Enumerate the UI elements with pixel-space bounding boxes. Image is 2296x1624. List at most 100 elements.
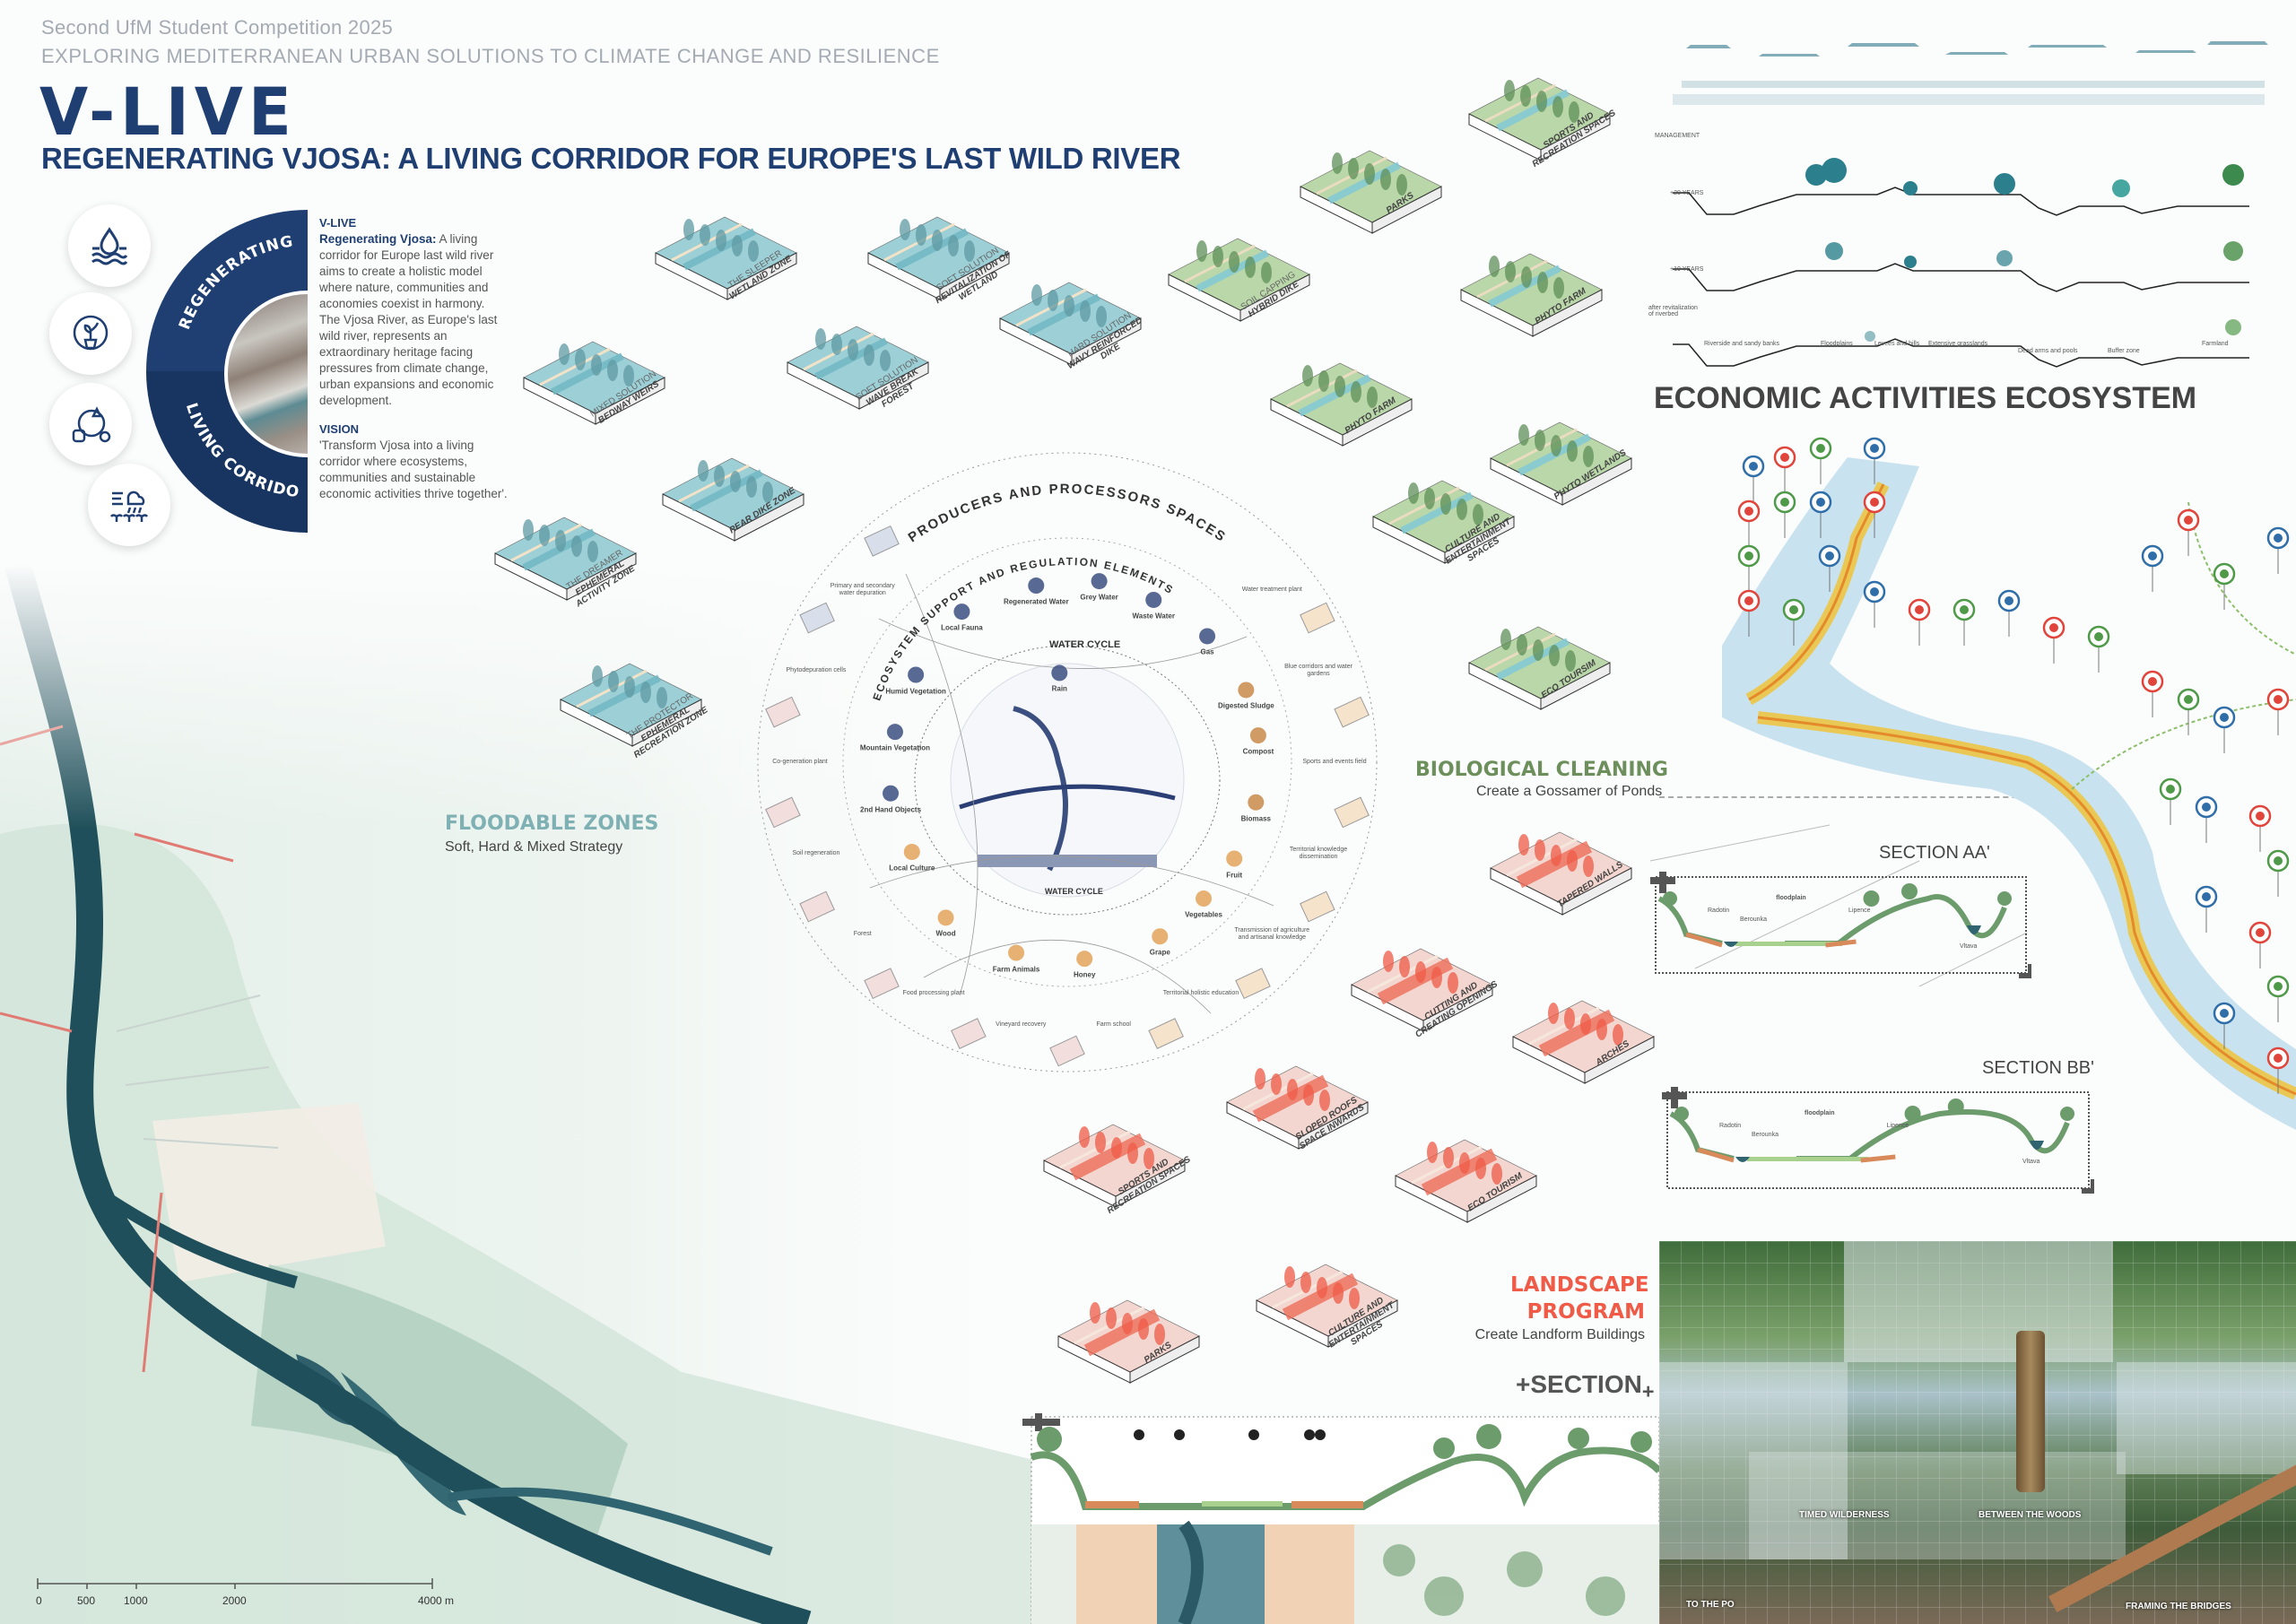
activity-pin-icon[interactable] <box>1737 589 1761 637</box>
biological-block: PHYTO FARM <box>1454 247 1611 381</box>
activity-pin-icon[interactable] <box>2141 544 2164 592</box>
producer-space-label: Transmission of agriculture and artisana… <box>1234 926 1310 941</box>
project-description: V-LIVE Regenerating Vjosa: A living corr… <box>319 215 508 502</box>
cycle-item-label: Mountain Vegetation <box>859 743 931 752</box>
activity-pin-icon[interactable] <box>2177 688 2200 735</box>
landscape-block-drawing <box>1057 1299 1200 1384</box>
activity-pin-icon[interactable] <box>2087 625 2110 673</box>
activity-pin-icon[interactable] <box>2266 849 2290 897</box>
activity-pin-icon[interactable] <box>1773 491 1796 538</box>
floodplain-label: floodplain <box>1805 1110 1835 1116</box>
right-town-label: Lipence <box>1886 1123 1909 1129</box>
activity-pin-icon[interactable] <box>2213 562 2236 610</box>
floodable-block-drawing <box>867 216 1010 300</box>
cycle-item-icon <box>1028 578 1045 595</box>
cycle-item-icon <box>883 785 900 802</box>
activity-pin-icon[interactable] <box>1997 589 2021 637</box>
cycle-item-icon <box>1248 794 1265 811</box>
economic-activities-map <box>1650 437 2296 1130</box>
biological-block: PARKS <box>1293 143 1450 278</box>
landscape-block: ECO TOURISM <box>1388 1133 1545 1267</box>
cycle-item-icon <box>1249 727 1266 744</box>
activity-pin-icon[interactable] <box>1818 544 1841 592</box>
activity-pin-icon[interactable] <box>1863 580 1886 628</box>
cycle-item-icon <box>937 909 954 926</box>
landscape-block: ARCHES <box>1506 994 1663 1128</box>
activity-pin-icon[interactable] <box>2248 921 2272 968</box>
cycle-item-icon <box>1199 628 1216 645</box>
ecosystem-cycle-icon <box>49 383 132 465</box>
timeline-zone-label: Levees and hills <box>1874 341 1920 347</box>
ecosystem-cycle-diagram: PRODUCERS AND PROCESSORS SPACES ECOSYSTE… <box>757 452 1378 1073</box>
activity-pin-icon[interactable] <box>2042 616 2066 664</box>
landscape-block-drawing <box>1226 1065 1369 1150</box>
cycle-item-icon <box>1238 682 1255 699</box>
cycle-item-label: Rain <box>1051 684 1067 693</box>
activity-pin-icon[interactable] <box>2266 1046 2290 1094</box>
producers-ring-title: PRODUCERS AND PROCESSORS SPACES <box>906 482 1228 545</box>
landscape-block-drawing <box>1512 1000 1655 1084</box>
activity-pin-icon[interactable] <box>1742 455 1765 502</box>
activity-pin-icon[interactable] <box>1863 437 1886 484</box>
activity-pin-icon[interactable] <box>1782 598 1805 646</box>
cycle-item-label: Grape <box>1149 948 1170 957</box>
activity-pin-icon[interactable] <box>2266 688 2290 735</box>
landscape-block: SLOPED ROOFS SPACE INWARDS <box>1220 1059 1377 1194</box>
activity-pin-icon[interactable] <box>2141 670 2164 717</box>
floodable-block-drawing <box>655 216 797 300</box>
project-title: REGENERATING VJOSA: A LIVING CORRIDOR FO… <box>41 142 1181 175</box>
activity-pin-icon[interactable] <box>2177 508 2200 556</box>
cycle-item-icon <box>886 724 903 741</box>
activity-pin-icon[interactable] <box>1737 544 1761 592</box>
activity-pin-icon[interactable] <box>1773 446 1796 493</box>
activity-pin-icon[interactable] <box>2213 706 2236 753</box>
floodable-block-drawing <box>999 282 1142 366</box>
activity-pin-icon[interactable] <box>2266 975 2290 1022</box>
cycle-item-icon <box>903 844 920 860</box>
floodable-block: HARD SOLUTION WAVY REINFORCED DIKE <box>993 275 1150 410</box>
timeline-zone-label: Dead arms and pools <box>2018 348 2078 354</box>
render-image: TIMED WILDERNESS BETWEEN THE WOODS TO TH… <box>1659 1241 2296 1624</box>
activity-pin-icon[interactable] <box>2248 804 2272 852</box>
timeline-zone-label: Extensive grasslands <box>1928 341 1988 347</box>
section-bb-drawing: floodplain Radotin Berounka Lipence Vlta… <box>1662 1087 2094 1194</box>
timeline-zone-label: Floodplains <box>1821 341 1853 347</box>
divider-line <box>1659 796 2072 798</box>
far-river-label: Vltava <box>1960 943 1978 950</box>
activity-pin-icon[interactable] <box>1737 499 1761 547</box>
section-aa-graphic <box>1650 872 2031 978</box>
emblem-top-label: REGENERATING <box>176 232 294 332</box>
scale-tick-2000: 2000 <box>222 1594 247 1607</box>
activity-pin-icon[interactable] <box>2159 777 2182 825</box>
producer-space-drawing <box>1049 1035 1085 1067</box>
activity-pin-icon[interactable] <box>1952 598 1976 646</box>
section-title: +SECTION+ <box>1516 1370 1655 1403</box>
scale-tick-500: 500 <box>77 1594 96 1607</box>
activity-pin-icon[interactable] <box>2213 1002 2236 1049</box>
activity-pin-icon[interactable] <box>2266 526 2290 574</box>
producer-space-label: Sports and events field <box>1302 759 1367 765</box>
river-evolution-sections <box>1673 41 2268 368</box>
water-drop-icon <box>68 204 151 287</box>
activity-pin-icon[interactable] <box>2195 795 2218 843</box>
scale-bar <box>37 1578 433 1589</box>
activity-pin-icon[interactable] <box>2195 885 2218 933</box>
render-label-to-the-po: TO THE PO <box>1686 1600 1735 1610</box>
floodable-block-drawing <box>662 457 804 542</box>
far-river-label: Vltava <box>2022 1159 2040 1165</box>
activity-pin-icon[interactable] <box>1809 437 1832 484</box>
scale-tick-1000: 1000 <box>124 1594 148 1607</box>
right-town-label: Lipence <box>1848 908 1871 914</box>
landscape-block-drawing <box>1351 948 1493 1032</box>
activity-pin-icon[interactable] <box>1809 491 1832 538</box>
activity-pin-icon[interactable] <box>1863 491 1886 538</box>
activity-pin-icon[interactable] <box>1908 598 1931 646</box>
section-bb-graphic <box>1662 1087 2094 1194</box>
economic-activities-title: ECONOMIC ACTIVITIES ECOSYSTEM <box>1654 381 2197 415</box>
producer-space-label: Primary and secondary water depuration <box>830 583 895 597</box>
vision-text: 'Transform Vjosa into a living corridor … <box>319 439 508 500</box>
floodable-block-drawing <box>560 663 702 747</box>
landscape-title-1: LANDSCAPE <box>1510 1273 1649 1297</box>
intro-heading: V-LIVE <box>319 216 357 230</box>
